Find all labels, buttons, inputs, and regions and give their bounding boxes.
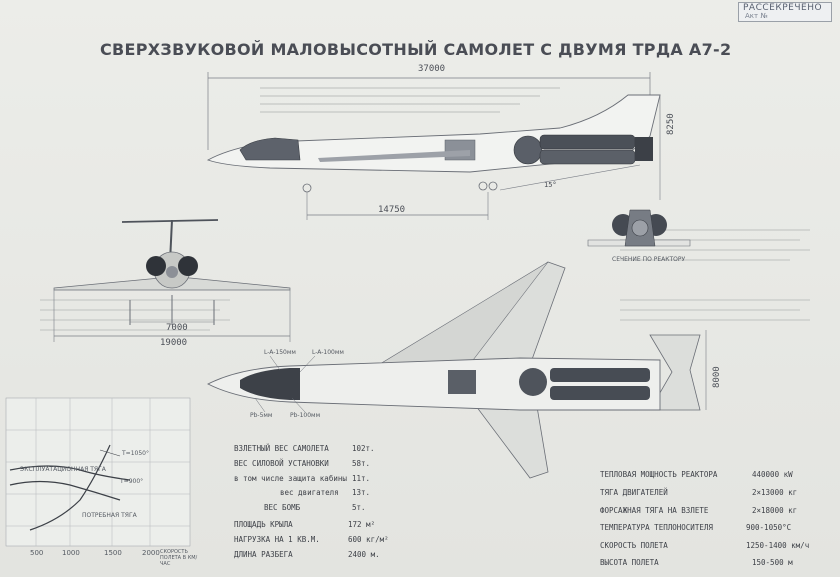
spec-value: 2×18000 кг — [752, 506, 798, 515]
declassified-stamp: РАССЕКРЕЧЕНО Акт № — [738, 2, 832, 22]
spec-label: ФОРСАЖНАЯ ТЯГА НА ВЗЛЕТЕ — [600, 506, 709, 515]
spec-label: ТЯГА ДВИГАТЕЛЕЙ — [600, 488, 668, 497]
graph-label-d: Т=900° — [120, 478, 144, 485]
graph-tick-500: 500 — [30, 549, 44, 557]
graph-tick-1000: 1000 — [62, 549, 80, 557]
spec-value: 11т. — [352, 474, 371, 483]
spec-value: 172 м² — [348, 520, 376, 529]
spec-value: 58т. — [352, 459, 371, 468]
lead-label-2: L-A-100мм — [312, 349, 344, 356]
graph-label-b: ПОТРЕБНАЯ ТЯГА — [82, 512, 137, 519]
spec-value: 5т. — [352, 503, 366, 512]
graph-tick-1500: 1500 — [104, 549, 122, 557]
reactor-section-view — [587, 209, 691, 247]
front-view — [53, 219, 291, 342]
reactor-section-label: СЕЧЕНИЕ ПО РЕАКТОРУ — [612, 256, 686, 263]
spec-label: ВЗЛЕТНЫЙ ВЕС САМОЛЕТА — [234, 444, 329, 453]
lead-label-4: Pb-100мм — [290, 412, 321, 419]
front-span-dimension: 19000 — [160, 338, 188, 348]
ghost-text — [40, 87, 810, 331]
spec-value: 2400 м. — [348, 550, 380, 559]
spec-label: ВЫСОТА ПОЛЕТА — [600, 558, 659, 567]
spec-label: ПЛОЩАДЬ КРЫЛА — [234, 520, 293, 529]
side-view — [206, 72, 661, 220]
length-dimension: 37000 — [418, 64, 446, 74]
spec-label: ТЕМПЕРАТУРА ТЕПЛОНОСИТЕЛЯ — [600, 523, 713, 532]
drawing-title: СВЕРХЗВУКОВОЙ МАЛОВЫСОТНЫЙ САМОЛЕТ С ДВУ… — [100, 40, 732, 59]
front-track-dimension: 7000 — [166, 323, 188, 333]
spec-label: в том числе защита кабины — [234, 474, 347, 483]
graph-tick-2000: 2000 — [142, 549, 160, 557]
spec-value: 13т. — [352, 488, 371, 497]
graph-xlabel: СКОРОСТЬ ПОЛЕТА В КМ/ЧАС — [160, 549, 198, 567]
angle-dimension: 15° — [544, 181, 557, 189]
spec-label: ДЛИНА РАЗБЕГА — [234, 550, 293, 559]
graph-label-c: Т=1050° — [122, 450, 149, 457]
plan-width-dimension: 8000 — [712, 366, 722, 388]
spec-value: 1250-1400 км/ч — [746, 541, 810, 550]
spec-value: 440000 кW — [752, 470, 793, 479]
lead-label-3: Pb-5мм — [250, 412, 273, 419]
graph-label-a: ЭКСПЛУАТАЦИОННАЯ ТЯГА — [20, 466, 106, 473]
spec-label: ВЕС СИЛОВОЙ УСТАНОВКИ — [234, 459, 329, 468]
spec-value: 150-500 м — [752, 558, 793, 567]
spec-value: 600 кг/м² — [348, 535, 389, 544]
stamp-line2: Акт № — [745, 12, 768, 20]
spec-value: 900-1050°С — [746, 523, 792, 532]
spec-value: 102т. — [352, 444, 375, 453]
wheelbase-dimension: 14750 — [378, 205, 406, 215]
thrust-graph — [5, 397, 191, 547]
spec-label: СКОРОСТЬ ПОЛЕТА — [600, 541, 668, 550]
spec-label: ВЕС БОМБ — [264, 503, 301, 512]
spec-label: НАГРУЗКА НА 1 КВ.М. — [234, 535, 320, 544]
lead-label-1: L-A-150мм — [264, 349, 296, 356]
height-dimension: 8250 — [666, 113, 676, 135]
spec-label: вес двигателя — [280, 488, 339, 497]
stamp-line1: РАССЕКРЕЧЕНО — [743, 3, 823, 13]
spec-label: ТЕПЛОВАЯ МОЩНОСТЬ РЕАКТОРА — [600, 470, 718, 479]
spec-value: 2×13000 кг — [752, 488, 798, 497]
plan-view — [206, 261, 707, 479]
